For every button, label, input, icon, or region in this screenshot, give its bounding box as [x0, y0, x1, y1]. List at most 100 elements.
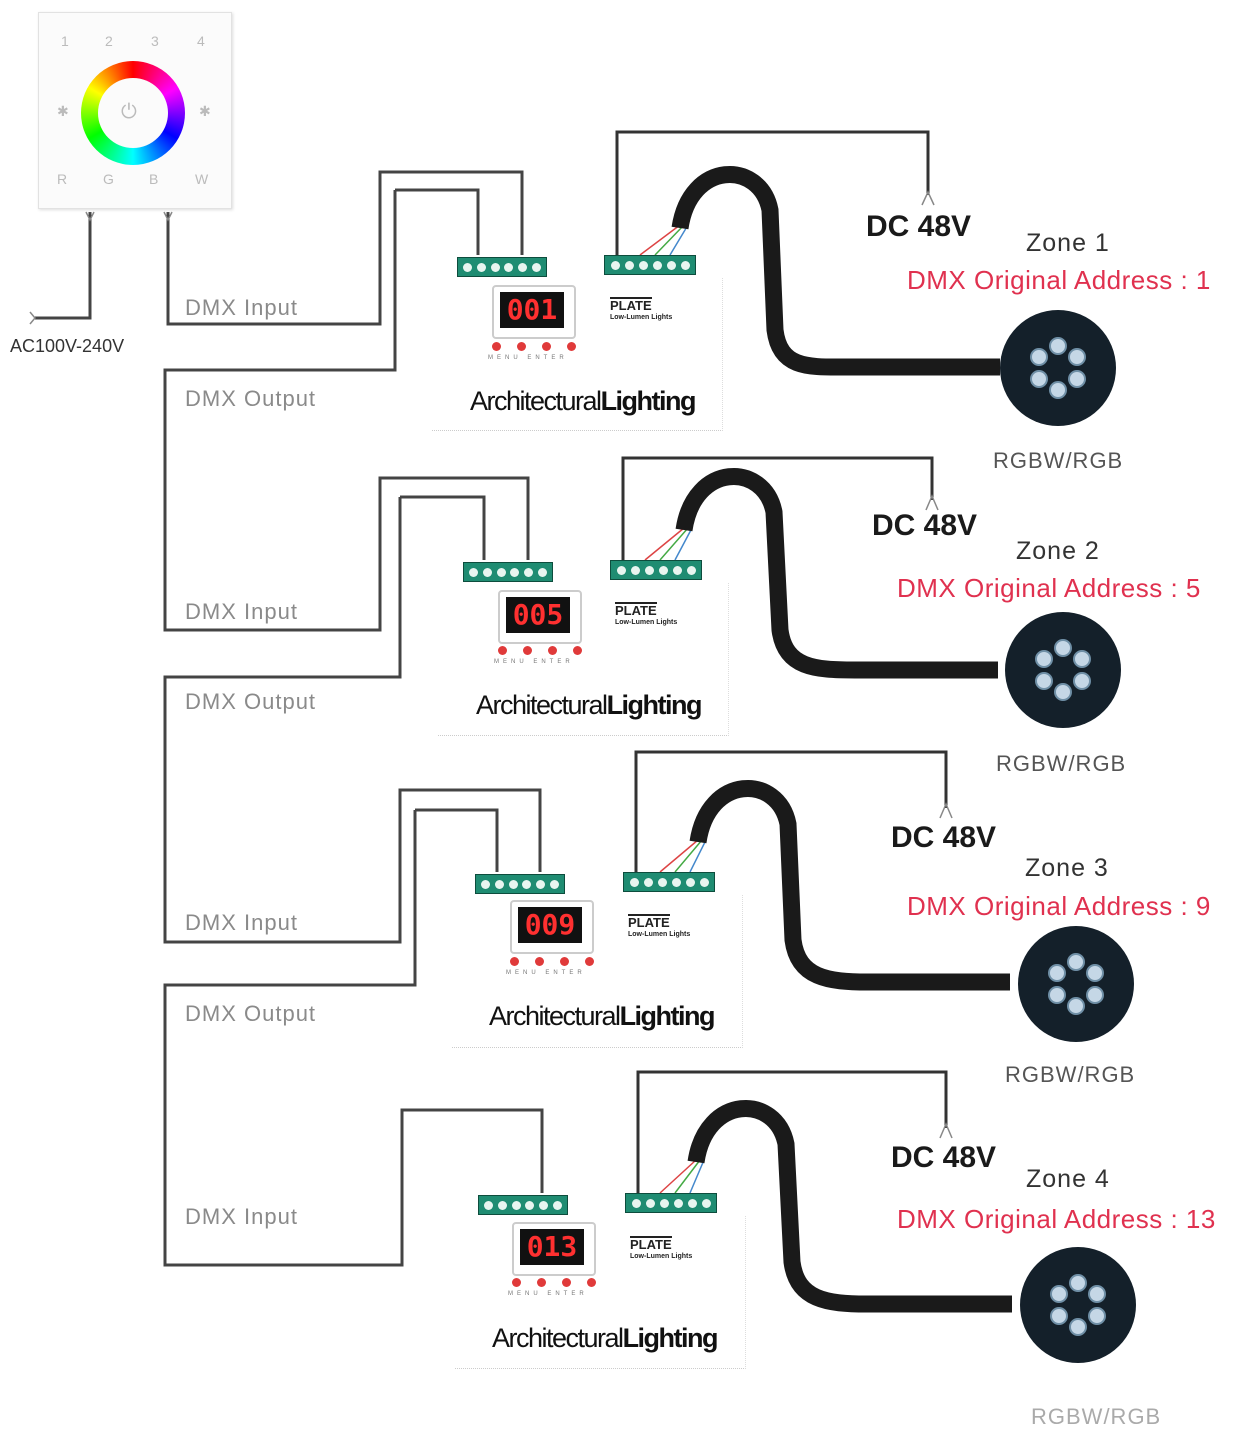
led-dot — [1029, 348, 1048, 366]
rgbw-spotlight-z1 — [1000, 310, 1116, 426]
dmx-input-label-3: DMX Input — [185, 910, 298, 935]
led-dot — [1049, 1307, 1068, 1325]
buttons-label-z3: MENU ENTER — [506, 970, 586, 976]
dc-wire-z4 — [636, 1070, 948, 1193]
plate-sub-z1: Low-Lumen Lights — [610, 314, 673, 321]
dmx-wire-panel-a — [166, 170, 524, 326]
decoder-zone-2 — [438, 583, 729, 736]
led-dot — [1086, 986, 1105, 1004]
plate-logo-z2: PLATE — [615, 602, 657, 618]
plate-sub-z2: Low-Lumen Lights — [615, 619, 678, 626]
dmx-output-label-3: DMX Output — [185, 1001, 317, 1026]
decoder-buttons-z2[interactable] — [498, 646, 582, 655]
panel-speed-icon: ✱ — [199, 103, 211, 119]
buttons-label-z2: MENU ENTER — [494, 659, 574, 665]
led-dot — [1067, 953, 1085, 971]
panel-key-3[interactable]: 3 — [151, 33, 159, 49]
address-label-z2: DMX Original Address : 5 — [897, 573, 1201, 603]
plate-sub-z4: Low-Lumen Lights — [630, 1253, 693, 1260]
color-wheel[interactable] — [81, 61, 185, 165]
address-display-z4: 013 — [512, 1222, 596, 1276]
led-dot — [1069, 1318, 1087, 1336]
zone-title-1: Zone 1 — [1026, 229, 1110, 257]
decoder-buttons-z4[interactable] — [512, 1278, 596, 1287]
dc-label-z3: DC 48V — [891, 821, 997, 854]
brand-logo-z1: ArchitecturalLighting — [470, 386, 697, 416]
panel-key-r[interactable]: R — [57, 171, 68, 187]
panel-key-4[interactable]: 4 — [197, 33, 205, 49]
dmx-terminal-z3 — [475, 874, 565, 894]
buttons-label-z1: MENU ENTER — [488, 355, 568, 361]
led-dot — [1029, 370, 1048, 388]
plate-logo-z1: PLATE — [610, 297, 652, 313]
power-icon[interactable]: ⏻ — [121, 101, 137, 123]
decoder-buttons-z1[interactable] — [492, 342, 576, 351]
led-dot — [1034, 672, 1053, 690]
dmx-input-label-1: DMX Input — [185, 295, 298, 320]
ac-wire — [35, 212, 92, 320]
led-dot — [1049, 337, 1067, 355]
zone-title-3: Zone 3 — [1025, 854, 1109, 882]
dmx-output-label-1: DMX Output — [185, 386, 317, 411]
rgbw-label-z2: RGBW/RGB — [996, 751, 1127, 776]
led-dot — [1088, 1307, 1107, 1325]
dmx-chain-1-2 — [163, 190, 530, 632]
decoder-buttons-z3[interactable] — [510, 957, 594, 966]
dmx-terminal-z2 — [463, 562, 553, 582]
led-dot — [1088, 1285, 1107, 1303]
panel-key-2[interactable]: 2 — [105, 33, 113, 49]
led-dot — [1047, 964, 1066, 982]
dmx-terminal-z1 — [457, 257, 547, 277]
wall-panel: 1 2 3 4 ✱ ✱ ⏻ R G B W — [38, 12, 232, 209]
panel-key-w[interactable]: W — [195, 171, 209, 187]
ac-input-label: AC100V-240V — [10, 336, 125, 356]
led-dot — [1054, 639, 1072, 657]
led-dot — [1049, 1285, 1068, 1303]
output-cable-z2 — [675, 468, 998, 679]
output-cable-z4 — [687, 1100, 1012, 1313]
rgbw-label-z3: RGBW/RGB — [1005, 1062, 1136, 1087]
plate-sub-z3: Low-Lumen Lights — [628, 931, 691, 938]
led-dot — [1049, 381, 1067, 399]
led-dot — [1069, 1274, 1087, 1292]
panel-key-g[interactable]: G — [103, 171, 114, 187]
zone-title-4: Zone 4 — [1026, 1165, 1110, 1193]
panel-key-b[interactable]: B — [149, 171, 159, 187]
address-display-z1: 001 — [492, 285, 576, 339]
output-terminal-z3 — [623, 872, 715, 892]
rgbw-spotlight-z2 — [1005, 612, 1121, 728]
rgbw-spotlight-z3 — [1018, 926, 1134, 1042]
plate-logo-z4: PLATE — [630, 1236, 672, 1252]
dc-label-z4: DC 48V — [891, 1141, 997, 1174]
output-cable-z3 — [689, 780, 1010, 991]
panel-key-1[interactable]: 1 — [61, 33, 69, 49]
address-label-z3: DMX Original Address : 9 — [907, 891, 1211, 921]
brand-logo-z2: ArchitecturalLighting — [476, 690, 703, 720]
output-terminal-z2 — [610, 560, 702, 580]
buttons-label-z4: MENU ENTER — [508, 1291, 588, 1297]
decoder-zone-3 — [452, 895, 743, 1048]
dmx-chain-3-4 — [163, 810, 544, 1267]
rgbw-label-z1: RGBW/RGB — [993, 448, 1124, 473]
dc-wire-z1 — [615, 130, 930, 255]
zone-title-2: Zone 2 — [1016, 537, 1100, 565]
dmx-output-label-2: DMX Output — [185, 689, 317, 714]
brand-logo-z3: ArchitecturalLighting — [489, 1001, 716, 1031]
led-dot — [1086, 964, 1105, 982]
led-dot — [1054, 683, 1072, 701]
address-display-z2: 005 — [498, 590, 582, 644]
dmx-terminal-z4 — [478, 1195, 568, 1215]
plate-logo-z3: PLATE — [628, 914, 670, 930]
decoder-zone-1 — [432, 278, 723, 431]
led-dot — [1047, 986, 1066, 1004]
output-terminal-z4 — [625, 1193, 717, 1213]
led-dot — [1034, 650, 1053, 668]
dc-label-z1: DC 48V — [866, 210, 972, 243]
dmx-input-label-4: DMX Input — [185, 1204, 298, 1229]
address-display-z3: 009 — [510, 900, 594, 954]
led-dot — [1068, 370, 1087, 388]
led-dot — [1068, 348, 1087, 366]
led-dot — [1067, 997, 1085, 1015]
led-dot — [1073, 650, 1092, 668]
